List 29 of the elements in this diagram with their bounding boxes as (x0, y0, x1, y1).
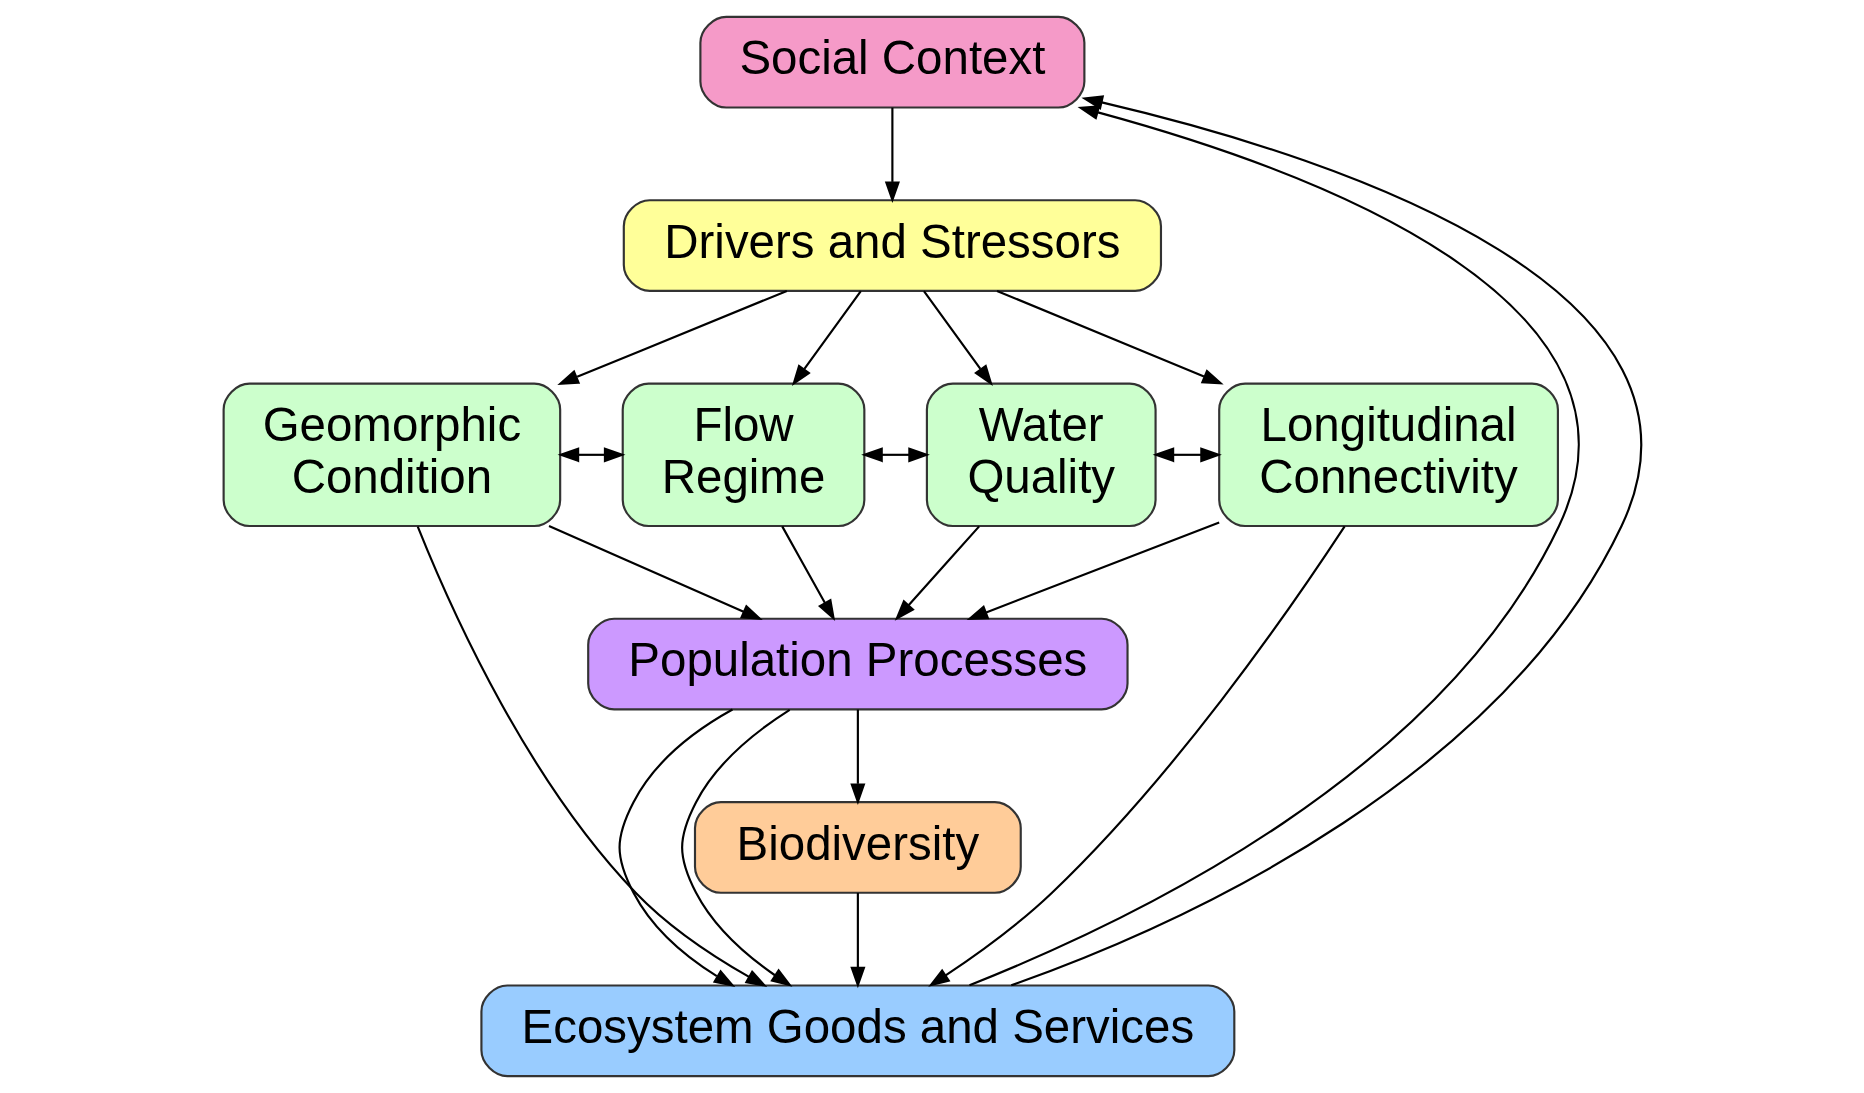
node-box: Drivers and Stressors (622, 199, 1162, 292)
arrow (416, 526, 767, 987)
arrow (927, 525, 1346, 987)
node-box: Longitudinal Connectivity (1217, 382, 1559, 528)
node-box: Social Context (698, 15, 1085, 109)
node-box: Population Processes (586, 617, 1129, 711)
node-box: Biodiversity (693, 801, 1022, 894)
arrow (922, 290, 993, 387)
arrow (557, 447, 625, 463)
arrow (860, 447, 930, 463)
node-box: Geomorphic Condition (222, 382, 561, 528)
node-box: Ecosystem Goods and Services (479, 984, 1235, 1078)
arrow (780, 525, 835, 622)
arrow (966, 521, 1220, 620)
arrow (849, 892, 865, 989)
arrow (884, 107, 900, 204)
arrow (618, 708, 735, 987)
arrow (894, 525, 980, 621)
arrow (996, 289, 1224, 385)
arrow (548, 525, 763, 621)
arrow (968, 105, 1578, 987)
node-box: Flow Regime (621, 382, 865, 528)
arrow (680, 708, 792, 987)
arrow (1152, 447, 1222, 463)
arrow (556, 289, 787, 385)
arrow (849, 709, 865, 805)
node-box: Water Quality (925, 382, 1157, 528)
arrow (791, 290, 862, 387)
arrow (1010, 95, 1640, 987)
